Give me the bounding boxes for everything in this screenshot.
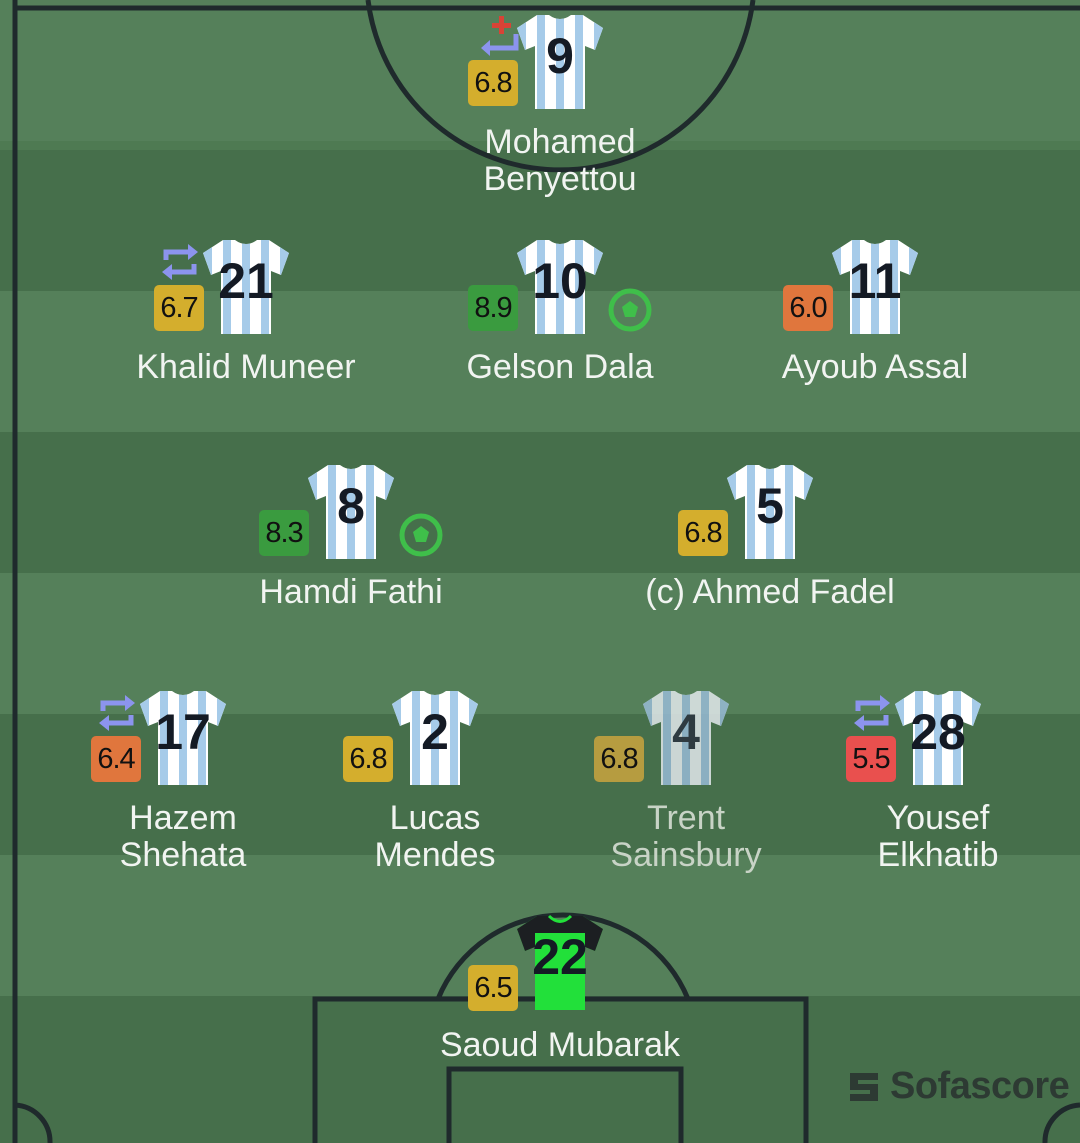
rating-badge: 5.5 xyxy=(846,736,896,782)
player-name: Khalid Muneer xyxy=(136,348,356,386)
goal-ball-icon xyxy=(608,288,652,332)
sofascore-logo: Sofascore xyxy=(846,1065,1070,1108)
player-name: Lucas Mendes xyxy=(285,800,585,874)
player-first-name: Yousef xyxy=(886,799,990,837)
shirt-number: 4 xyxy=(672,704,700,760)
player-last-name: Shehata xyxy=(119,836,247,874)
shirt-number: 5 xyxy=(756,478,784,534)
rating-badge: 6.4 xyxy=(91,736,141,782)
substitution-icon xyxy=(99,695,135,731)
rating-badge: 6.5 xyxy=(468,965,518,1011)
rating-badge: 6.8 xyxy=(594,736,644,782)
sub-in-icon xyxy=(481,34,519,56)
shirt-icon: 5 xyxy=(725,462,815,560)
player-last-name: Elkhatib xyxy=(877,836,999,874)
sofascore-wordmark: Sofascore xyxy=(890,1065,1070,1107)
player-name: Hamdi Fathi xyxy=(259,573,443,611)
player-last-name: Sainsbury xyxy=(610,836,762,874)
goalkeeper-shirt-icon: 22 xyxy=(515,913,605,1011)
rating-badge: 6.7 xyxy=(154,285,204,331)
shirt-number: 28 xyxy=(910,704,966,760)
injury-cross-icon xyxy=(492,16,511,34)
shirt-icon: 8 xyxy=(306,462,396,560)
shirt-icon: 28 xyxy=(893,688,983,786)
player-name: Trent Sainsbury xyxy=(536,800,836,874)
shirt-icon: 21 xyxy=(201,237,291,335)
player-first-name: Hazem xyxy=(129,799,237,837)
shirt-number: 10 xyxy=(532,253,588,309)
substitution-icon xyxy=(162,244,198,280)
rating-badge: 6.0 xyxy=(783,285,833,331)
shirt-number: 11 xyxy=(848,253,902,309)
shirt-number: 2 xyxy=(421,704,449,760)
shirt-number: 8 xyxy=(337,478,365,534)
rating-badge: 6.8 xyxy=(678,510,728,556)
rating-badge: 6.8 xyxy=(468,60,518,106)
shirt-icon: 2 xyxy=(390,688,480,786)
player-name: (c) Ahmed Fadel xyxy=(645,573,895,611)
shirt-number: 17 xyxy=(155,704,211,760)
player-last-name: Mendes xyxy=(374,836,496,874)
sofascore-logo-icon xyxy=(850,1072,878,1101)
player-name: Mohamed Benyettou xyxy=(483,123,637,198)
player-name: Saoud Mubarak xyxy=(439,1026,681,1064)
player-name: Ayoub Assal xyxy=(781,348,969,386)
shirt-icon: 17 xyxy=(138,688,228,786)
player-name: Yousef Elkhatib xyxy=(788,800,1080,874)
rating-badge: 6.8 xyxy=(343,736,393,782)
player-first-name: Trent xyxy=(646,799,726,837)
player-name: Hazem Shehata xyxy=(33,800,333,874)
shirt-icon: 4 xyxy=(641,688,731,786)
goal-ball-icon xyxy=(399,513,443,557)
shirt-icon: 9 xyxy=(515,12,605,110)
shirt-icon: 10 xyxy=(515,237,605,335)
rating-badge: 8.3 xyxy=(259,510,309,556)
player-name: Gelson Dala xyxy=(466,348,654,386)
player-first-name: Lucas xyxy=(389,799,481,837)
shirt-number: 21 xyxy=(218,253,274,309)
rating-badge: 8.9 xyxy=(468,285,518,331)
shirt-number: 22 xyxy=(532,929,588,985)
substitution-icon xyxy=(854,695,890,731)
shirt-icon: 11 xyxy=(830,237,920,335)
shirt-number: 9 xyxy=(546,28,574,84)
